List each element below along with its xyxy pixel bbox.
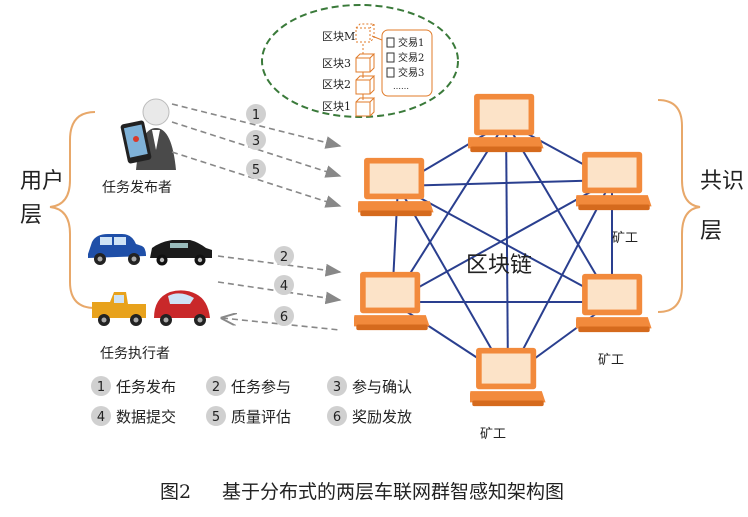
block-label-1: 区块1 — [322, 100, 351, 113]
user-layer-brace — [49, 111, 96, 309]
legend: 1 任务发布 2 任务参与 3 参与确认 4 数据提交 5 质量评估 6 奖励发… — [91, 376, 412, 426]
legend-item-4: 4 数据提交 — [91, 406, 176, 426]
svg-text:3: 3 — [252, 134, 260, 149]
svg-text:2: 2 — [280, 250, 288, 265]
miner-label-bottom: 矿工 — [480, 427, 506, 442]
svg-text:4: 4 — [97, 410, 105, 425]
svg-text:任务发布: 任务发布 — [116, 378, 176, 396]
svg-text:3: 3 — [333, 380, 341, 395]
legend-item-1: 1 任务发布 — [91, 376, 176, 396]
truck-yellow-icon — [92, 292, 146, 326]
block-cube-m — [355, 23, 376, 43]
task-executor-label: 任务执行者 — [100, 346, 170, 362]
flow-badge-6: 6 — [274, 306, 294, 326]
miner-label-right-upper: 矿工 — [612, 231, 638, 246]
svg-text:质量评估: 质量评估 — [231, 408, 291, 426]
block-label-2: 区块2 — [322, 78, 351, 91]
blockchain-center-label: 区块链 — [466, 253, 532, 278]
consensus-layer-label-1: 共识 — [700, 169, 744, 194]
legend-item-6: 6 奖励发放 — [327, 406, 412, 426]
svg-text:交易2: 交易2 — [398, 51, 424, 64]
car-blue-icon — [88, 234, 146, 265]
car-red-icon — [154, 290, 210, 326]
svg-text:6: 6 — [280, 310, 288, 325]
figure-title: 基于分布式的两层车联网群智感知架构图 — [222, 481, 564, 503]
svg-text:1: 1 — [252, 108, 260, 123]
svg-text:6: 6 — [333, 410, 341, 425]
legend-item-3: 3 参与确认 — [327, 376, 412, 396]
svg-text:5: 5 — [252, 163, 260, 178]
miner-node-left-lower — [354, 271, 430, 331]
task-publisher-label: 任务发布者 — [102, 180, 172, 196]
user-layer-label-2: 层 — [20, 203, 42, 228]
miner-node-bottom — [470, 347, 546, 407]
svg-text:任务参与: 任务参与 — [231, 378, 291, 396]
miner-label-right-lower: 矿工 — [598, 353, 624, 368]
svg-text:交易1: 交易1 — [398, 36, 424, 49]
task-publisher-icon — [120, 98, 176, 170]
flow-badge-5: 5 — [246, 159, 266, 179]
consensus-layer-brace — [657, 99, 701, 313]
transactions-more: …… — [393, 82, 409, 91]
legend-item-5: 5 质量评估 — [206, 406, 291, 426]
miner-node-right-upper — [576, 151, 652, 211]
block-cube-2 — [355, 75, 376, 95]
svg-text:1: 1 — [97, 380, 105, 395]
miner-node-left-upper — [358, 157, 434, 217]
figure-number: 图2 — [160, 481, 191, 503]
miner-node-top — [468, 93, 544, 153]
svg-text:奖励发放: 奖励发放 — [352, 408, 412, 426]
flow-badge-1: 1 — [246, 104, 266, 124]
flow-badge-3: 3 — [246, 130, 266, 150]
miner-network-edges — [391, 121, 613, 379]
consensus-layer-label-2: 层 — [700, 219, 722, 244]
car-black-icon — [150, 240, 212, 266]
block-label-m: 区块M — [322, 30, 355, 43]
publisher-flow-arrows — [171, 103, 342, 208]
block-label-3: 区块3 — [322, 57, 351, 70]
block-cube-1 — [355, 97, 376, 117]
svg-text:数据提交: 数据提交 — [116, 408, 176, 426]
svg-text:交易3: 交易3 — [398, 66, 424, 79]
legend-item-2: 2 任务参与 — [206, 376, 291, 396]
flow-badge-2: 2 — [274, 246, 294, 266]
transaction-3: 交易3 — [386, 66, 424, 79]
transaction-2: 交易2 — [386, 51, 424, 64]
miner-node-right-lower — [576, 273, 652, 333]
blockchain-ledger: 区块M 区块3 区块2 区块1 交易1 — [261, 4, 459, 118]
svg-text:4: 4 — [280, 279, 288, 294]
svg-text:参与确认: 参与确认 — [352, 378, 412, 396]
transaction-1: 交易1 — [386, 36, 424, 49]
svg-text:2: 2 — [212, 380, 220, 395]
svg-text:5: 5 — [212, 410, 220, 425]
figure-caption: 图2 基于分布式的两层车联网群智感知架构图 — [160, 481, 564, 503]
block-cube-3 — [355, 53, 376, 73]
user-layer-label-1: 用户 — [20, 169, 64, 194]
flow-badge-4: 4 — [274, 275, 294, 295]
